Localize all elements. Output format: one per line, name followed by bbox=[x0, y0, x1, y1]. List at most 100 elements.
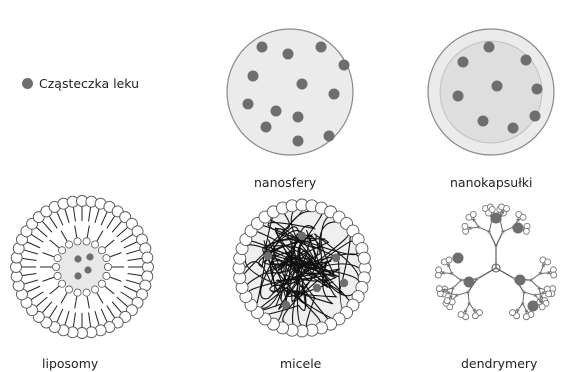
lipid-tail bbox=[42, 302, 51, 313]
dendrimer-branch bbox=[531, 273, 540, 280]
lipid-tail bbox=[43, 277, 54, 281]
dendrimer-diagram bbox=[435, 204, 557, 320]
lipid-tail bbox=[73, 313, 75, 327]
lipid-tail bbox=[57, 212, 63, 225]
drug-molecule bbox=[293, 136, 304, 147]
nanosphere-diagram bbox=[227, 29, 353, 155]
drug-molecule bbox=[340, 279, 348, 287]
surface-group bbox=[504, 206, 510, 212]
lipid-tail bbox=[61, 231, 67, 241]
dendrimer-branch bbox=[500, 221, 503, 232]
drug-molecule bbox=[293, 112, 304, 123]
lipid-head bbox=[83, 289, 90, 296]
lipid-tail bbox=[73, 207, 75, 221]
surface-group bbox=[458, 312, 464, 318]
lipid-tail bbox=[121, 234, 133, 242]
lipid-head bbox=[52, 263, 59, 270]
drug-molecule bbox=[297, 79, 308, 90]
surface-group bbox=[470, 211, 476, 217]
lipid-head bbox=[91, 286, 98, 293]
lipid-tail bbox=[50, 286, 59, 294]
surface-group bbox=[436, 286, 442, 292]
dendrimer-branch bbox=[457, 292, 468, 295]
lipid-head bbox=[142, 252, 153, 263]
lipid-tail bbox=[36, 227, 47, 236]
drug-molecule bbox=[74, 272, 81, 279]
lipid-head bbox=[98, 247, 105, 254]
lipid-tail bbox=[65, 209, 69, 223]
drug-molecule bbox=[453, 253, 464, 264]
lipid-tail bbox=[107, 306, 115, 318]
lipid-tail bbox=[24, 250, 38, 254]
surface-group bbox=[523, 314, 529, 320]
drug-molecule bbox=[74, 255, 81, 262]
drug-molecule bbox=[84, 266, 91, 273]
drug-molecule bbox=[257, 42, 268, 53]
lipid-tail bbox=[112, 302, 121, 313]
lipid-head bbox=[54, 255, 61, 262]
lipid-tail bbox=[110, 277, 121, 281]
dendrimer-branch bbox=[452, 273, 461, 280]
drug-molecule bbox=[339, 60, 350, 71]
drug-molecule bbox=[283, 49, 294, 60]
label-liposomes: liposomy bbox=[42, 356, 98, 371]
dendrimer-branch bbox=[489, 221, 492, 232]
label-micelles: micele bbox=[280, 356, 321, 371]
drug-molecule bbox=[458, 57, 469, 68]
dendrimer-branch bbox=[496, 232, 503, 246]
lipid-tail bbox=[107, 216, 115, 228]
surface-group bbox=[472, 313, 478, 319]
lipid-tail bbox=[112, 221, 121, 232]
surface-group bbox=[510, 310, 516, 316]
surface-group bbox=[489, 206, 495, 212]
lipid-head bbox=[65, 286, 72, 293]
label-nanospheres: nanosfery bbox=[254, 175, 316, 190]
lipid-tail bbox=[126, 250, 140, 254]
dendrimer-branch bbox=[479, 227, 489, 232]
drug-molecule bbox=[508, 123, 519, 134]
label-dendrimers: dendrymery bbox=[461, 356, 537, 371]
lipid-tail bbox=[124, 242, 137, 248]
lipid-tail bbox=[87, 226, 89, 238]
dendrimer-branch bbox=[468, 292, 469, 303]
lipid-tail bbox=[49, 216, 57, 228]
drug-molecule bbox=[313, 284, 321, 292]
lipid-tail bbox=[121, 292, 133, 300]
hydrophilic-head bbox=[358, 252, 370, 264]
lipid-tail bbox=[24, 280, 38, 284]
lipid-tail bbox=[89, 207, 91, 221]
lipid-head bbox=[83, 238, 90, 245]
dendrimer-branch bbox=[496, 268, 515, 279]
lipid-tail bbox=[89, 313, 91, 327]
legend: Cząsteczka leku bbox=[22, 76, 139, 91]
surface-group bbox=[436, 267, 442, 273]
drug-molecule bbox=[332, 254, 340, 262]
drug-molecule bbox=[530, 111, 541, 122]
nanocapsule-diagram bbox=[428, 29, 554, 155]
dendrimer-branch bbox=[489, 232, 496, 246]
dendrimer-branch bbox=[477, 268, 496, 279]
lipid-tail bbox=[95, 209, 99, 223]
legend-label: Cząsteczka leku bbox=[39, 76, 139, 91]
surface-group bbox=[545, 259, 551, 265]
drug-molecule bbox=[243, 99, 254, 110]
lipid-tail bbox=[97, 293, 103, 303]
lipid-head bbox=[103, 272, 110, 279]
drug-molecule bbox=[515, 275, 526, 286]
drug-molecule bbox=[484, 42, 495, 53]
surface-group bbox=[523, 228, 529, 234]
lipid-tail bbox=[97, 231, 103, 241]
lipid-tail bbox=[105, 286, 114, 294]
lipid-tail bbox=[101, 212, 107, 225]
label-nanocapsules: nanokapsułki bbox=[450, 175, 532, 190]
lipid-tail bbox=[128, 258, 142, 260]
drug-molecule bbox=[464, 277, 475, 288]
drug-molecule bbox=[282, 301, 290, 309]
drug-molecule bbox=[532, 84, 543, 95]
lipid-tail bbox=[27, 242, 40, 248]
lipid-head bbox=[74, 289, 81, 296]
lipid-tail bbox=[42, 221, 51, 232]
lipid-head bbox=[104, 263, 111, 270]
surface-group bbox=[446, 257, 452, 263]
surface-group bbox=[546, 291, 552, 297]
